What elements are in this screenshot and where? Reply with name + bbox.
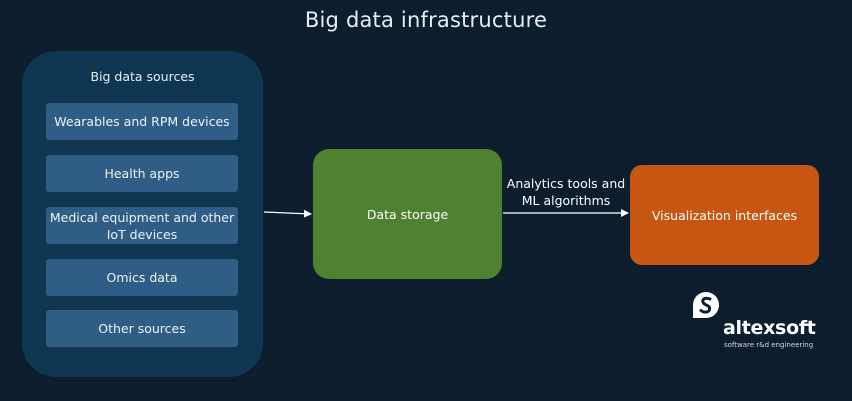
source-item-wearables: Wearables and RPM devices: [46, 103, 238, 140]
edge-label-line2: ML algorithms: [521, 193, 611, 208]
visualization-interfaces-label: Visualization interfaces: [651, 207, 798, 223]
altexsoft-logo: altexsoft software r&d engineering: [690, 289, 830, 353]
arrow-sources-to-storage: [263, 209, 312, 218]
source-item-health-apps: Health apps: [46, 155, 238, 192]
data-storage-node: Data storage: [313, 149, 502, 279]
logo-tagline: software r&d engineering: [724, 341, 814, 349]
source-item-other-sources: Other sources: [46, 310, 238, 347]
diagram-title: Big data infrastructure: [304, 8, 548, 32]
edge-label-line1: Analytics tools and: [506, 176, 626, 191]
big-data-sources-panel: Big data sources Wearables and RPM devic…: [22, 51, 263, 377]
source-item-medical-equipment: Medical equipment and other IoT devices: [46, 207, 238, 244]
visualization-interfaces-node: Visualization interfaces: [630, 165, 819, 265]
data-storage-label: Data storage: [366, 206, 449, 222]
logo-name: altexsoft: [723, 317, 816, 339]
sources-panel-title: Big data sources: [90, 69, 195, 84]
source-item-omics-data: Omics data: [46, 259, 238, 296]
altexsoft-logo-icon: [693, 292, 719, 318]
analytics-edge-label: Analytics tools and ML algorithms: [502, 175, 630, 209]
